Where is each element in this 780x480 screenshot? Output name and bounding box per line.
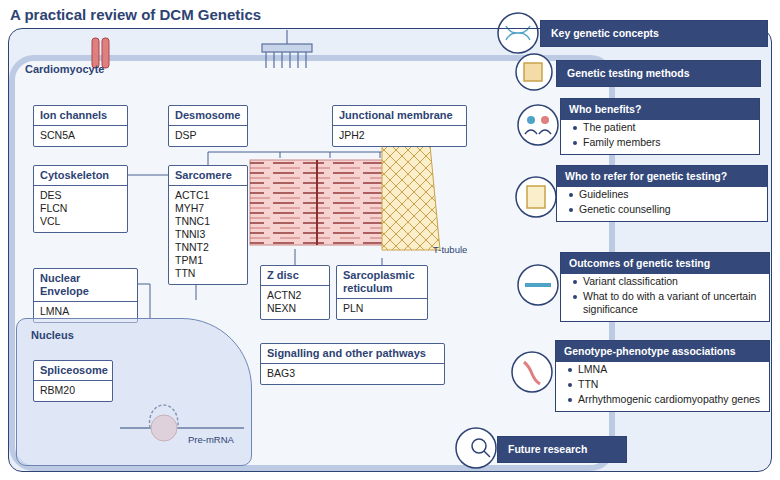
desmosome-icon xyxy=(262,30,312,68)
bullet-row: The patient xyxy=(561,120,759,135)
section-icon xyxy=(456,13,558,468)
gene-box: SarcomereACTC1 MYH7 TNNC1 TNNI3 TNNT2 TP… xyxy=(168,165,248,285)
gene-list: PLN xyxy=(337,299,369,319)
box-heading: Sarcoplasmic reticulum xyxy=(337,266,427,299)
bullet-text: LMNA xyxy=(578,363,607,376)
bullet-row: Family members xyxy=(561,135,759,154)
topic-panel: Genotype-phenotype associationsLMNA TTN Ar… xyxy=(555,340,770,412)
bullet-dot xyxy=(569,193,573,197)
bullet-dot xyxy=(573,295,577,299)
topic-title: Genotype-phenotype associations xyxy=(556,341,769,362)
t-tubule-pattern xyxy=(382,145,440,250)
bullet-dot xyxy=(573,126,577,130)
topic-title: Who to refer for genetic testing? xyxy=(557,166,767,187)
bullet-dot xyxy=(568,368,572,372)
box-heading: Ion channels xyxy=(34,106,127,126)
topic-title: Key genetic concepts xyxy=(541,21,767,46)
bullet-row: Genetic counselling xyxy=(557,202,767,221)
topic-header: Future research xyxy=(497,436,627,463)
topic-title: Outcomes of genetic testing xyxy=(561,253,769,274)
bullet-dot xyxy=(568,383,572,387)
gene-box: SpliceosomeRBM20 xyxy=(33,360,113,402)
topic-header: Genetic testing methods xyxy=(556,60,761,87)
cell-outline: CardiomyocyteIon channelsSCN5ADesmosomeD… xyxy=(8,28,772,472)
bullet-dot xyxy=(568,398,572,402)
topic-title: Who benefits? xyxy=(561,99,759,120)
box-heading: Nuclear Envelope xyxy=(34,269,137,302)
connector-line xyxy=(128,175,168,176)
gene-box: Nuclear EnvelopeLMNA xyxy=(33,268,138,323)
gene-box: DesmosomeDSP xyxy=(168,105,248,147)
bullet-text: Family members xyxy=(583,136,661,149)
bullet-row: What to do with a variant of uncertain s… xyxy=(561,289,769,321)
t-tubule-mesh xyxy=(382,145,440,250)
bullet-text: Arrhythmogenic cardiomyopathy genes xyxy=(578,393,760,406)
bullet-text: TTN xyxy=(578,378,598,391)
cell-ground xyxy=(9,29,771,471)
box-heading: Desmosome xyxy=(169,106,247,126)
bullet-text: Variant classification xyxy=(583,275,678,288)
gene-list: BAG3 xyxy=(261,364,301,384)
box-heading: Cytoskeleton xyxy=(34,166,127,186)
bullet-text: What to do with a variant of uncertain s… xyxy=(583,290,761,316)
bullet-dot xyxy=(573,280,577,284)
myofilaments xyxy=(250,160,385,245)
gene-list: ACTN2 NEXN xyxy=(261,286,307,319)
box-heading: Z disc xyxy=(261,266,329,286)
topic-panel: Outcomes of genetic testingVariant class… xyxy=(560,252,770,322)
bullet-row: Variant classification xyxy=(561,274,769,289)
box-heading: Sarcomere xyxy=(169,166,247,186)
bullet-row: Guidelines xyxy=(557,187,767,202)
bullet-row: LMNA xyxy=(556,362,769,377)
bullet-text: The patient xyxy=(583,121,636,134)
bullet-row: TTN xyxy=(556,377,769,392)
gene-box: Signalling and other pathwaysBAG3 xyxy=(260,343,445,385)
gene-list: DSP xyxy=(169,126,203,146)
box-heading: Signalling and other pathways xyxy=(261,344,444,364)
gene-list: JPH2 xyxy=(333,126,371,146)
bullet-dot xyxy=(573,141,577,145)
region-label: Nucleus xyxy=(31,329,74,341)
gene-list: SCN5A xyxy=(34,126,81,146)
topic-title: Genetic testing methods xyxy=(557,61,760,86)
topic-header: Key genetic concepts xyxy=(540,20,768,47)
cell-membrane xyxy=(12,58,612,468)
gene-list: ACTC1 MYH7 TNNC1 TNNI3 TNNT2 TPM1 TTN xyxy=(169,186,216,284)
topic-title: Future research xyxy=(498,437,626,462)
gene-list: DES FLCN VCL xyxy=(34,186,73,232)
region-label: Cardiomyocyte xyxy=(25,63,104,75)
bullet-text: Guidelines xyxy=(579,188,629,201)
gene-box: Z discACTN2 NEXN xyxy=(260,265,330,320)
gene-box: CytoskeletonDES FLCN VCL xyxy=(33,165,128,233)
sarcomere-illustration xyxy=(250,160,385,245)
gene-box: Sarcoplasmic reticulumPLN xyxy=(336,265,428,320)
gene-box: Ion channelsSCN5A xyxy=(33,105,128,147)
z-line xyxy=(316,160,318,245)
bullet-dot xyxy=(569,208,573,212)
diagram-title: A practical review of DCM Genetics xyxy=(10,6,261,23)
topic-panel: Who benefits?The patientFamily members xyxy=(560,98,760,155)
part-label: Pre-mRNA xyxy=(188,434,234,445)
gene-box: Junctional membraneJPH2 xyxy=(332,105,467,147)
bullet-row: Arrhythmogenic cardiomyopathy genes xyxy=(556,392,769,411)
box-heading: Junctional membrane xyxy=(333,106,466,126)
gene-list: RBM20 xyxy=(34,381,81,401)
bullet-text: Genetic counselling xyxy=(579,203,671,216)
box-heading: Spliceosome xyxy=(34,361,112,381)
topic-panel: Who to refer for genetic testing?Guideli… xyxy=(556,165,768,222)
part-label: T-tubule xyxy=(433,244,467,255)
